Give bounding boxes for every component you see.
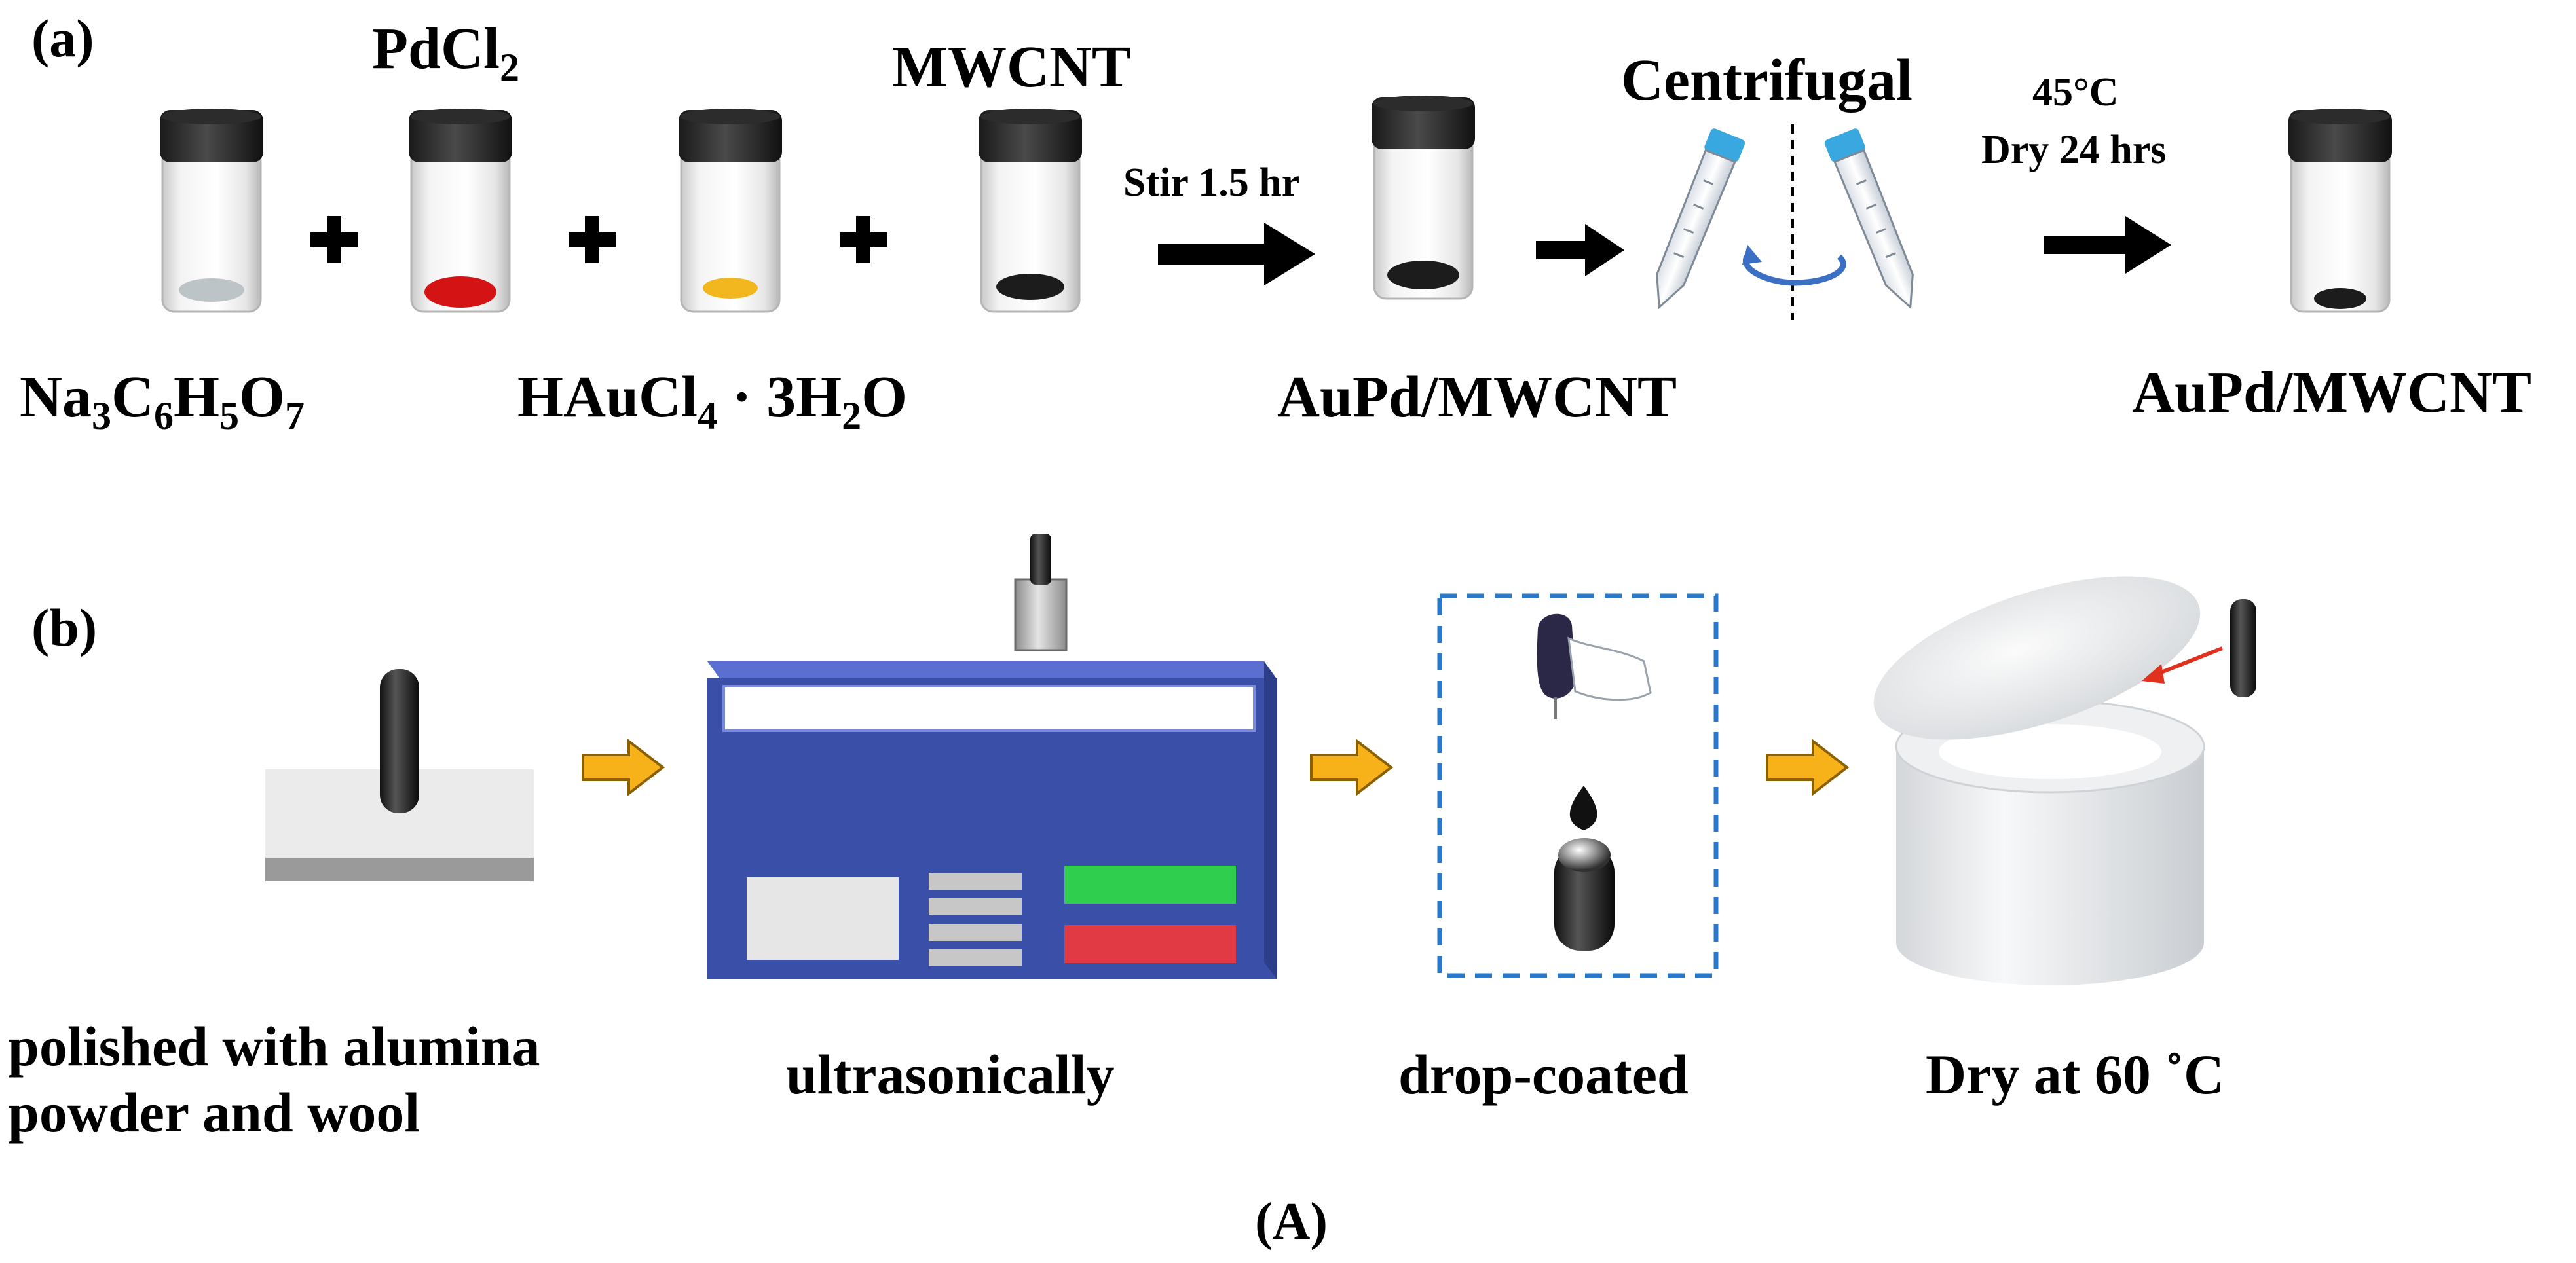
ultrasonic-cleaner <box>707 534 1277 979</box>
vial-palladium-chloride <box>409 109 512 313</box>
electrode-holder <box>1014 578 1068 651</box>
plus-icon <box>840 216 887 263</box>
powder <box>703 278 758 299</box>
plus-icon <box>310 216 358 263</box>
arrow-right-icon <box>1536 224 1624 276</box>
reagent-label-mwcnt: MWCNT <box>892 35 1131 100</box>
step-caption-drop-coat: drop-coated <box>1398 1043 1689 1106</box>
powder <box>996 274 1064 300</box>
electrode <box>1554 846 1615 951</box>
red-display <box>1064 925 1236 963</box>
dry-temperature-label: 45°C <box>2032 70 2119 115</box>
powder <box>424 276 496 308</box>
electrode <box>380 669 419 813</box>
reagent-label-palladium-chloride: PdCl2 <box>372 16 520 89</box>
vial-aupd-mwcnt <box>1372 96 1475 300</box>
step-caption-dry: Dry at 60 ˚C <box>1926 1043 2225 1106</box>
reagent-label-chloroauric-acid: HAuCl4 · 3H2O <box>517 365 908 437</box>
oven-lid <box>1873 576 2201 740</box>
vial-mwcnt <box>979 109 1082 313</box>
arrow-right-icon <box>2044 216 2171 274</box>
vial-chloroauric-acid <box>679 109 782 313</box>
drop-coating <box>1437 593 1719 978</box>
final-product-label: AuPd/MWCNT <box>2132 360 2532 425</box>
powder <box>179 278 244 302</box>
arrow-right-icon <box>1158 223 1315 285</box>
vial-final-product <box>2288 109 2392 313</box>
centrifuge-tubes <box>1656 124 1914 320</box>
rotation-arrow-icon <box>1743 251 1846 286</box>
electrode <box>2230 599 2256 697</box>
step-caption-ultrasonic: ultrasonically <box>786 1043 1115 1106</box>
powder <box>1387 261 1459 289</box>
vial-sodium-citrate <box>160 109 263 313</box>
green-display <box>1064 866 1236 904</box>
figure-caption: (A) <box>1255 1193 1328 1251</box>
panel-label-a: (a) <box>31 9 94 68</box>
droplet-icon <box>1569 786 1597 830</box>
step-caption-polish: polished with alumina powder and wool <box>8 1015 540 1144</box>
reagent-label-sodium-citrate: Na3C6H5O7 <box>20 365 305 437</box>
control-panel <box>747 877 899 960</box>
polishing-pad <box>265 669 534 881</box>
orange-arrow-icon <box>1310 738 1394 797</box>
plus-icon <box>569 216 616 263</box>
pipette-icon <box>1537 613 1576 699</box>
stir-step-label: Stir 1.5 hr <box>1123 160 1300 205</box>
insert-arrow <box>2155 646 2224 676</box>
powder <box>2314 288 2366 309</box>
orange-arrow-icon <box>1766 738 1850 797</box>
drying-oven <box>1873 576 2256 985</box>
tank-opening <box>722 685 1256 732</box>
product-label: AuPd/MWCNT <box>1277 365 1677 430</box>
centrifuge-label: Centrifugal <box>1621 48 1913 113</box>
panel-label-b: (b) <box>31 598 98 657</box>
dry-time-label: Dry 24 hrs <box>1981 128 2167 172</box>
dashed-box <box>1437 593 1719 978</box>
gloved-hand-icon <box>1567 636 1652 701</box>
orange-arrow-icon <box>582 738 665 797</box>
